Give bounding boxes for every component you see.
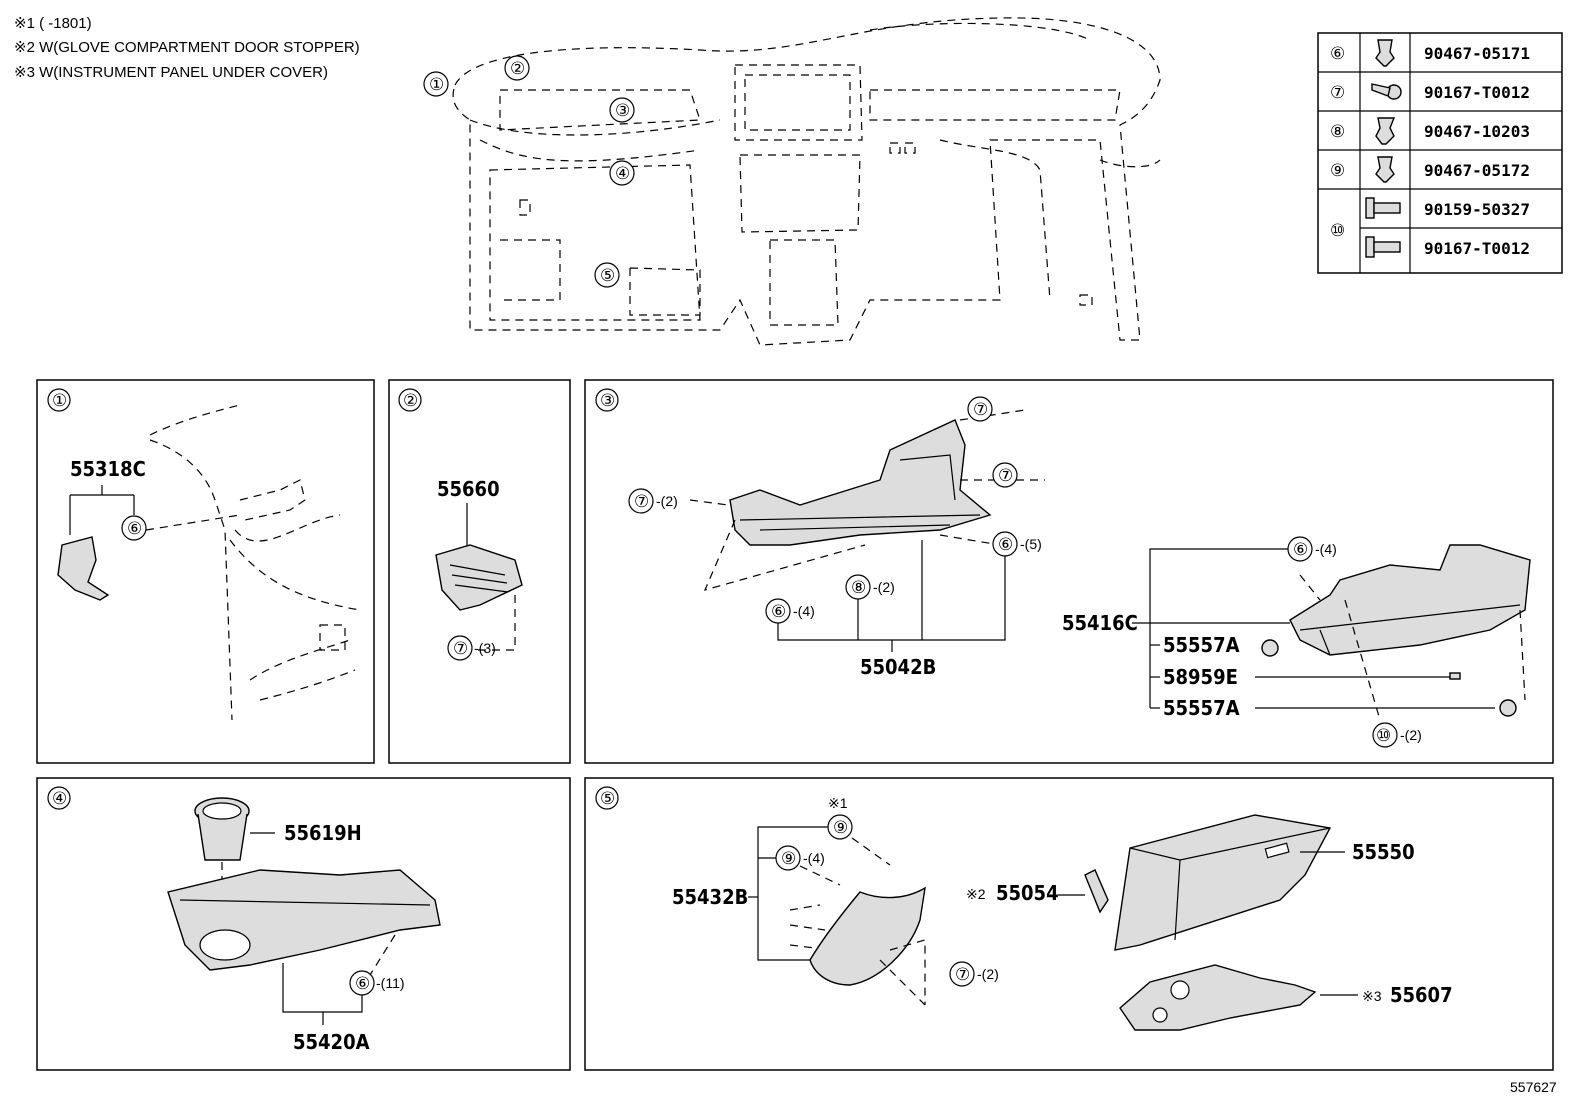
table-callout-9: ⑨ [1330,161,1345,180]
stopper-55054 [1084,869,1109,914]
panel-3: ③ ⑦ ⑦ ⑦ -(2) ⑥ -(5) ⑧ -(2) ⑥ -(4) 55042B [584,379,1554,764]
panel-3-callout-8: ⑧ [851,578,866,597]
panel-3-callout-6a: ⑥ [998,535,1013,554]
panel-1-callout-6: ⑥ [127,519,142,538]
callout-1-label: ① [429,75,444,94]
panel-3-qty-6c: -(4) [1315,541,1337,557]
callout-3 [609,97,635,123]
panel-3-callout-7b: ⑦ [998,466,1013,485]
panel-2-number: ② [403,391,418,410]
part-55660: 55660 [437,477,500,501]
table-pn-6: 90167-T0012 [1424,239,1530,258]
clip-icon [1375,39,1395,67]
callout-3-label: ③ [615,101,630,120]
bolt-icon [1365,236,1401,258]
table-callout-7: ⑦ [1330,83,1345,102]
panel-5-callout-7: ⑦ [955,965,970,984]
table-callout-8: ⑧ [1330,122,1345,141]
panel-3-qty-6a: -(5) [1020,536,1042,552]
note-2: ※2 W(GLOVE COMPARTMENT DOOR STOPPER) [14,39,360,56]
panel-3-qty-10: -(2) [1400,727,1422,743]
panel-3-number: ③ [600,391,615,410]
part-55054: 55054 [996,881,1059,905]
pin-58959E [1449,672,1461,680]
callout-2 [504,55,530,81]
part-55607: 55607 [1390,983,1453,1007]
panel-5-mark-3: ※3 [1362,988,1382,1004]
bolt-icon [1365,197,1401,219]
panel-1-number: ① [52,391,67,410]
note-1: ※1 ( -1801) [14,15,92,32]
table-pn-3: 90467-10203 [1424,122,1530,141]
bracket-55042B [729,419,992,546]
callout-2-label: ② [510,59,525,78]
panel-5-mark-1: ※1 [828,795,848,811]
part-55619H: 55619H [284,821,362,845]
panel-3-callout-6b: ⑥ [771,602,786,621]
panel-5-callout-9b: ⑨ [781,849,796,868]
table-callout-6: ⑥ [1330,44,1345,63]
panel-5-qty-7: -(2) [977,966,999,982]
callout-4-label: ④ [615,164,630,183]
clip-icon [1375,156,1395,183]
table-callout-10: ⑩ [1330,221,1345,240]
cover-55432B [809,886,926,986]
panel-2-callout-7: ⑦ [453,639,468,658]
panel-3-callout-10: ⑩ [1376,726,1391,745]
panel-4: ④ 55619H ⑥ -(11) 55420A [36,777,571,1071]
panel-3-callout-7c: ⑦ [634,492,649,511]
part-55318C: 55318C [70,457,146,481]
panel-5-number: ⑤ [600,789,615,808]
note-3: ※3 W(INSTRUMENT PANEL UNDER COVER) [14,64,328,81]
part-55416C: 55416C [1062,611,1138,635]
callout-5 [594,262,620,288]
table-pn-1: 90467-05171 [1424,44,1530,63]
cupholder-opening [199,929,251,961]
panel-3-callout-6c: ⑥ [1293,540,1308,559]
panel-4-number: ④ [52,789,67,808]
panel-3-qty-7c: -(2) [656,493,678,509]
panel-5-mark-2: ※2 [966,886,986,902]
dashboard-overview [452,17,1161,346]
callout-1 [423,71,449,97]
cupholder-55619H [194,797,250,861]
clip-icon [1375,117,1396,145]
part-55432B: 55432B [672,885,748,909]
undercover-55607 [1119,964,1317,1031]
part-55557A-2: 55557A [1163,696,1240,720]
panel-5-callout-9a: ⑨ [833,818,848,837]
panel-4-qty-6: -(11) [376,975,405,991]
panel-1: ① 55318C ⑥ [36,379,375,764]
table-pn-4: 90467-05172 [1424,161,1530,180]
table-pn-2: 90167-T0012 [1424,83,1530,102]
part-58959E: 58959E [1163,665,1238,689]
part-55042B: 55042B [860,655,936,679]
part-55550: 55550 [1352,840,1415,864]
panel-3-qty-8: -(2) [873,579,895,595]
panel-4-callout-6: ⑥ [355,974,370,993]
panel-2: ② 55660 ⑦ -(3) [388,379,571,764]
cover-55318C [57,536,110,601]
table-pn-5: 90159-50327 [1424,200,1530,219]
fastener-table: ⑥ 90467-05171 ⑦ 90167-T0012 ⑧ 90467-1020… [1317,32,1563,274]
screw-icon [1371,83,1402,100]
diagram-id: 557627 [1510,1079,1557,1095]
panel-5: ⑤ ※1 ⑨ ⑨ -(4) 55432B ⑦ -(2) ※2 55054 555… [584,777,1554,1071]
part-55420A: 55420A [293,1030,370,1054]
panel-3-callout-7a: ⑦ [973,400,988,419]
damper-55557A-1 [1261,639,1279,657]
panel-5-qty-9b: -(4) [803,850,825,866]
glovebox-55416C [1289,544,1531,656]
damper-55557A-2 [1499,699,1517,717]
part-55557A-1: 55557A [1163,633,1240,657]
vent-55660 [435,544,523,611]
panel-2-qty-7: -(3) [474,640,496,656]
callout-5-label: ⑤ [600,266,615,285]
panel-3-qty-6b: -(4) [793,603,815,619]
callout-4 [609,160,635,186]
